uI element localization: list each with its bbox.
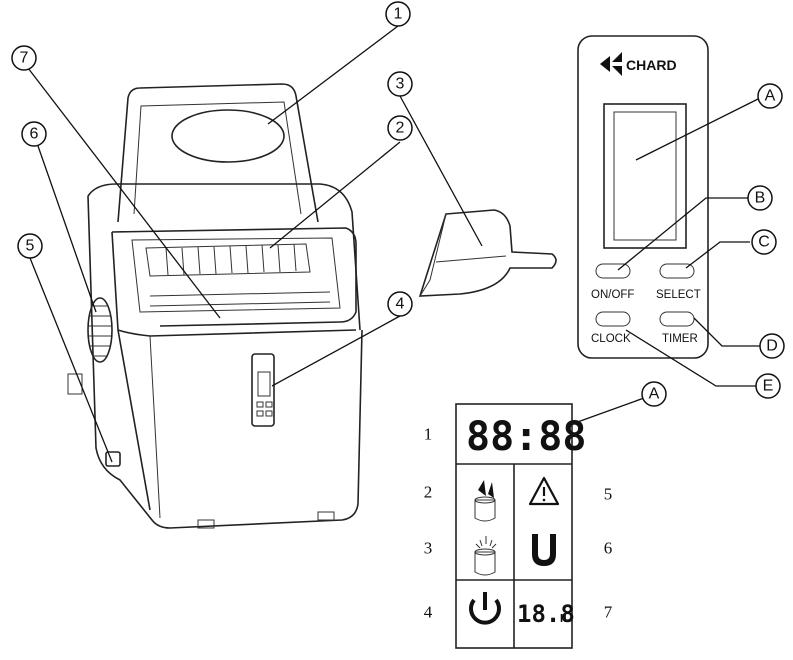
timer-readout: 18.8 H (517, 600, 575, 628)
svg-text:5: 5 (26, 238, 35, 255)
warning-icon (528, 476, 560, 506)
svg-text:D: D (766, 338, 778, 355)
clock-button[interactable]: CLOCK (591, 311, 631, 345)
svg-text:7: 7 (20, 50, 29, 67)
callout-1: 1 (385, 1, 411, 27)
callout-c: C (751, 229, 777, 255)
callout-5: 5 (17, 233, 43, 259)
side-vent (87, 297, 113, 363)
select-button[interactable]: SELECT (656, 263, 701, 301)
svg-text:6: 6 (30, 126, 39, 143)
callout-a-legend: A (641, 381, 667, 407)
ice-basket (131, 237, 341, 313)
drain-plug (105, 451, 121, 467)
callout-d: D (759, 333, 785, 359)
svg-text:1: 1 (394, 6, 403, 23)
svg-text:3: 3 (396, 76, 405, 93)
callout-a: A (757, 83, 783, 109)
svg-text:E: E (763, 378, 774, 395)
lid-window (171, 109, 285, 163)
svg-text:C: C (758, 234, 770, 251)
row-number-2: 2 (424, 483, 433, 502)
callout-6: 6 (21, 121, 47, 147)
lid (117, 83, 319, 223)
cabinet (87, 195, 363, 529)
clock-readout: 88:88 (466, 414, 586, 460)
body-control-panel (251, 353, 275, 427)
svg-text:H: H (560, 612, 567, 625)
chard-logo: CHARD (600, 52, 677, 76)
callout-7: 7 (11, 45, 37, 71)
ice-tray (145, 243, 311, 277)
ice-full-icon (474, 480, 496, 522)
row-number-7: 7 (604, 603, 613, 622)
callout-3: 3 (387, 71, 413, 97)
callout-e: E (755, 373, 781, 399)
row-number-5: 5 (604, 485, 613, 504)
callout-2: 2 (387, 115, 413, 141)
svg-text:ON/OFF: ON/OFF (591, 289, 634, 301)
svg-text:18.8: 18.8 (517, 600, 575, 628)
svg-text:TIMER: TIMER (662, 333, 698, 345)
on-off-button[interactable]: ON/OFF (591, 263, 634, 301)
ice-scoop (418, 209, 557, 297)
svg-text:SELECT: SELECT (656, 289, 701, 301)
svg-text:A: A (765, 88, 776, 105)
control-panel-detail: CHARD ON/OFF SELECT CLOCK TIMER (577, 35, 709, 359)
svg-text:CHARD: CHARD (626, 57, 677, 73)
callout-4: 4 (387, 291, 413, 317)
svg-text:2: 2 (396, 120, 405, 137)
row-number-6: 6 (604, 539, 613, 558)
callout-b: B (747, 185, 773, 211)
display-legend: A 1 88:88 2 3 5 6 4 (424, 381, 667, 649)
power-icon (469, 592, 501, 625)
svg-text:A: A (649, 386, 660, 403)
svg-text:B: B (755, 190, 766, 207)
display-window (603, 103, 687, 249)
add-water-icon (474, 536, 497, 576)
svg-text:4: 4 (396, 296, 405, 313)
row-number-1: 1 (424, 425, 433, 444)
row-number-3: 3 (424, 539, 433, 558)
row-number-4: 4 (424, 603, 433, 622)
magnet-icon (532, 534, 556, 566)
svg-text:CLOCK: CLOCK (591, 333, 631, 345)
timer-button[interactable]: TIMER (659, 311, 698, 345)
